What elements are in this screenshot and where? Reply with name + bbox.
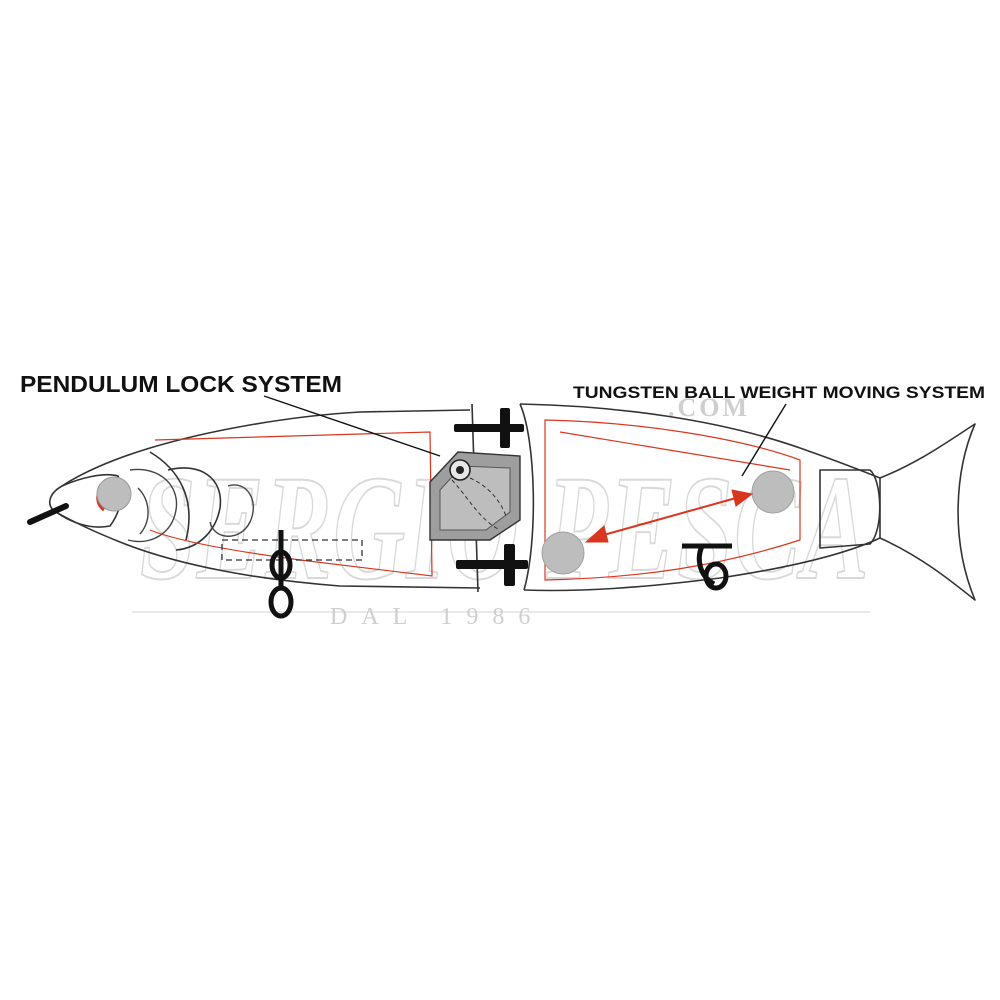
- weight-chamber: [209, 484, 255, 537]
- tungsten-balls: [96, 470, 795, 575]
- ball-movement-arrow: [584, 489, 754, 543]
- rear-hanger-hook: [696, 545, 716, 587]
- front-hook-hanger: [268, 530, 294, 619]
- front-hanger-loop-upper: [269, 549, 293, 581]
- bottom-pin-bar: [456, 560, 528, 569]
- line-tie-wire: [27, 503, 69, 525]
- head-chamber-inner: [137, 487, 149, 535]
- tail-fin: [879, 423, 976, 601]
- gill-line: [149, 451, 190, 541]
- tail-connector: [819, 469, 881, 549]
- rear-channel-outline: [544, 419, 801, 581]
- bottom-pin-post: [504, 544, 515, 586]
- front-body-outline: [49, 409, 481, 589]
- watermark-since: DAL 1986: [330, 604, 544, 630]
- pendulum-lock-label: PENDULUM LOCK SYSTEM: [20, 371, 342, 397]
- pendulum-leader-line: [263, 395, 441, 457]
- pendulum-pivot-center: [456, 466, 464, 474]
- arrowhead-left-icon: [584, 525, 609, 543]
- top-pin-bar: [454, 424, 524, 432]
- joint-line-rear: [519, 403, 535, 591]
- movement-arrow-shaft: [599, 497, 737, 537]
- gill-plate: [167, 467, 222, 551]
- front-hanger-loop-lower: [268, 585, 294, 619]
- head-chamber: [127, 468, 178, 543]
- head-tungsten-ball: [96, 476, 132, 512]
- pendulum-swing-path: [451, 479, 501, 531]
- pendulum-lock-mechanism: [429, 451, 521, 541]
- rear-hook-hanger: [682, 543, 732, 591]
- rear-ball-position-low: [541, 531, 585, 575]
- pendulum-swing-path-2: [469, 477, 507, 517]
- tungsten-leader-line: [741, 403, 787, 477]
- top-pin-post: [500, 408, 510, 448]
- arrowhead-right-icon: [731, 489, 754, 507]
- head-internals: [127, 468, 255, 543]
- tungsten-ball-label: TUNGSTEN BALL WEIGHT MOVING SYSTEM: [573, 384, 985, 402]
- rear-channel-track: [559, 431, 791, 471]
- wire-channel: [221, 539, 363, 561]
- joint-pins: [454, 408, 528, 586]
- rear-hanger-loop: [703, 561, 729, 591]
- watermark-com: .COM: [668, 393, 750, 422]
- rear-ball-position-high: [751, 470, 795, 514]
